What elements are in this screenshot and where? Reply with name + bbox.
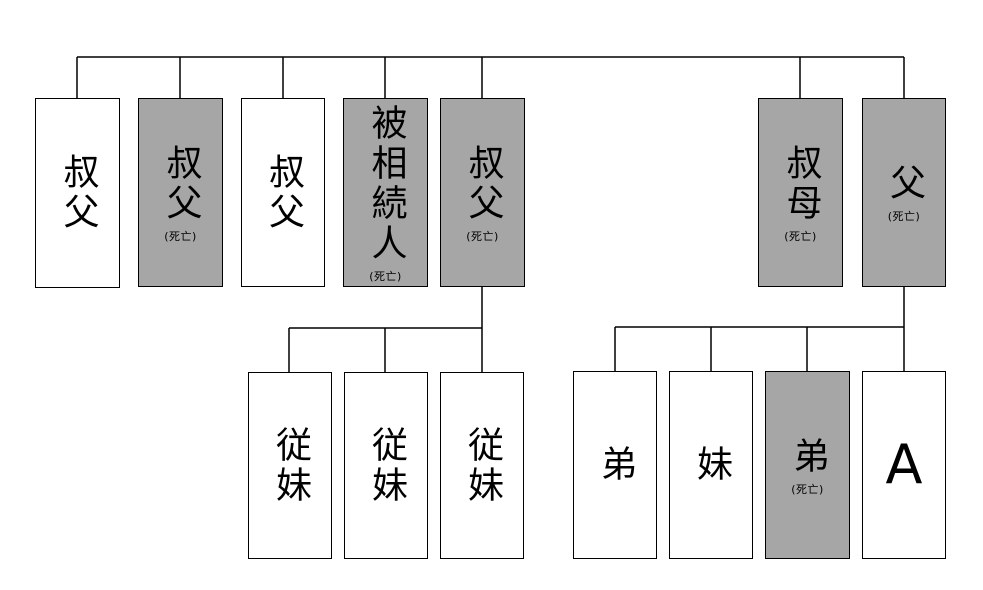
person-label: 弟 [595,444,636,486]
person-name: 従妹 [270,425,311,506]
person-label: 叔父 [263,152,304,234]
person-label: 被相続人 (死亡) [365,103,407,283]
person-name: A [885,433,923,496]
person-name: 叔父 [462,144,504,224]
person-label: 父 (死亡) [884,163,925,223]
person-name: 弟 [595,445,636,485]
person-box-sister: 妹 [669,371,753,559]
person-label: 従妹 [462,425,503,507]
deceased-note: (死亡) [791,482,824,496]
person-label: 叔父 [57,152,99,234]
person-box-uncle-3: 叔父 [241,98,325,287]
deceased-note: (死亡) [784,230,817,243]
person-box-cousin-1: 従妹 [248,372,332,559]
person-name: 被相続人 [365,104,407,264]
person-name: 妹 [691,445,732,485]
person-box-brother-2: 弟 (死亡) [765,371,850,559]
person-box-uncle-4: 叔父 (死亡) [440,98,525,287]
person-name: 叔父 [57,153,99,233]
person-name: 従妹 [462,425,503,506]
person-box-decedent: 被相続人 (死亡) [343,98,428,287]
person-box-cousin-3: 従妹 [440,372,524,559]
person-label: 従妹 [270,425,311,507]
deceased-note: (死亡) [164,230,197,243]
person-box-brother-1: 弟 [573,371,657,559]
person-box-aunt: 叔母 (死亡) [758,98,843,287]
person-name: 父 [884,164,925,204]
person-name: 叔父 [160,144,202,224]
person-label: 従妹 [366,425,407,507]
person-box-uncle-1: 叔父 [35,98,120,288]
person-label: 叔母 (死亡) [780,143,822,243]
person-label: 叔父 (死亡) [160,143,202,243]
deceased-note: (死亡) [887,210,921,223]
deceased-note: (死亡) [466,230,499,243]
person-name: 叔母 [780,144,822,224]
deceased-note: (死亡) [369,270,402,283]
person-label: 弟 (死亡) [787,436,829,496]
person-name: 叔父 [263,152,304,233]
person-name: 従妹 [366,425,407,506]
person-box-cousin-2: 従妹 [344,372,428,559]
person-box-father: 父 (死亡) [862,98,946,287]
person-label: 妹 [691,444,732,486]
person-name: 弟 [787,436,829,477]
person-label: 叔父 (死亡) [462,143,504,243]
person-label: A [886,437,923,493]
person-box-a: A [862,371,946,559]
person-box-uncle-2: 叔父 (死亡) [138,98,223,287]
